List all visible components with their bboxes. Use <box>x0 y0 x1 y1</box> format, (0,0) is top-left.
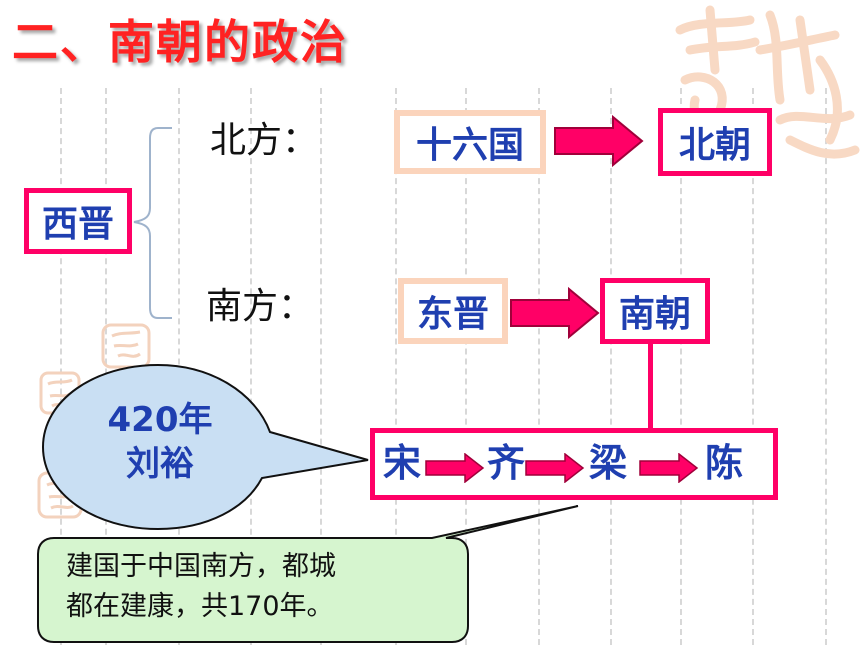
south-from-label: 东晋 <box>416 294 489 335</box>
grid-line <box>680 88 682 645</box>
grid-line <box>825 88 827 645</box>
grid-line <box>465 88 467 645</box>
south-from-box: 东晋 <box>398 278 508 344</box>
founding-callout-bubble <box>41 363 369 531</box>
grid-line <box>395 88 397 645</box>
grid-line <box>610 88 612 645</box>
founding-callout-text: 420年 刘裕 <box>86 398 234 486</box>
arrow-right-icon <box>425 453 485 483</box>
arrow-right-icon <box>510 286 600 340</box>
dynasty-qi: 齐 <box>487 441 526 485</box>
arrow-right-icon <box>554 114 644 168</box>
grid-line <box>752 88 754 645</box>
north-to-box: 北朝 <box>658 108 772 176</box>
grid-line <box>538 88 540 645</box>
dynasty-song: 宋 <box>383 441 422 485</box>
south-label: 南方： <box>206 286 315 327</box>
origin-label: 西晋 <box>41 204 114 245</box>
dynasty-sequence-box: 宋 齐 梁 陈 <box>370 428 778 500</box>
founding-year: 420年 <box>107 400 213 440</box>
note-line-1: 建国于中国南方，都城 <box>66 551 336 582</box>
calligraphy-seal-decoration <box>675 5 860 159</box>
grid-line <box>320 88 322 645</box>
north-from-label: 十六国 <box>415 125 524 166</box>
note-line-2: 都在建康，共170年。 <box>66 591 334 622</box>
arrow-right-icon <box>525 453 585 483</box>
north-to-label: 北朝 <box>678 125 751 166</box>
grid-line <box>60 88 62 645</box>
north-from-box: 十六国 <box>394 110 546 174</box>
connector-line <box>648 340 653 430</box>
origin-box: 西晋 <box>24 188 132 254</box>
founder-name: 刘裕 <box>126 444 194 484</box>
north-label: 北方： <box>210 120 319 161</box>
page-title: 二、南朝的政治 <box>12 15 348 69</box>
grid-line <box>250 88 252 645</box>
south-to-box: 南朝 <box>600 278 710 344</box>
dynasty-chen: 陈 <box>705 441 744 485</box>
note-callout-bubble <box>37 505 579 643</box>
dynasty-liang: 梁 <box>589 441 628 485</box>
arrow-right-icon <box>639 453 699 483</box>
south-to-label: 南朝 <box>618 294 691 335</box>
brace-bracket <box>133 127 172 319</box>
